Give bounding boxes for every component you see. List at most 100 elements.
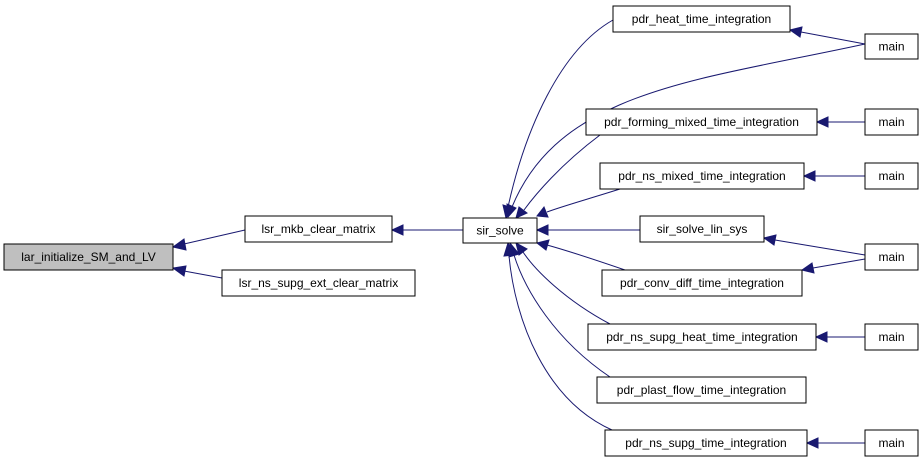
node-box[interactable] <box>462 217 538 244</box>
node-box[interactable] <box>244 215 393 243</box>
node-label: main <box>878 250 904 264</box>
edge-line <box>511 43 866 208</box>
edge-forming-to-sir <box>515 134 601 219</box>
edge-line <box>800 31 866 45</box>
node-box[interactable] <box>864 162 919 190</box>
edge-lsr_mkb-to-lar <box>171 229 246 251</box>
nodes-layer: lar_initialize_SM_and_LV lsr_mkb_clear_ma… <box>3 5 919 457</box>
edge-plast-to-sir <box>508 241 611 378</box>
edge-line <box>508 255 613 431</box>
edge-line <box>522 251 611 325</box>
edge-arrowhead <box>506 203 517 219</box>
node-lsr_mkb[interactable]: lsr_mkb_clear_matrix <box>244 215 393 243</box>
edge-line <box>183 229 246 245</box>
edge-line <box>513 254 611 378</box>
node-main2[interactable]: main <box>864 108 919 136</box>
edge-arrowhead <box>171 238 187 251</box>
edge-arrowhead <box>171 265 187 277</box>
edge-arrowhead <box>515 206 528 219</box>
node-convdiff[interactable]: pdr_conv_diff_time_integration <box>601 269 803 297</box>
edge-main1-to-heat <box>788 26 866 45</box>
edge-main5-to-supgheat <box>814 331 865 343</box>
edge-arrowhead <box>535 224 549 236</box>
node-box[interactable] <box>587 323 817 351</box>
node-label: main <box>878 115 904 129</box>
node-linsys[interactable]: sir_solve_lin_sys <box>639 215 765 243</box>
edge-line <box>507 19 614 208</box>
node-supg[interactable]: pdr_ns_supg_time_integration <box>604 429 808 457</box>
node-forming[interactable]: pdr_forming_mixed_time_integration <box>585 108 818 136</box>
edge-main2-to-forming <box>815 116 865 128</box>
node-box[interactable] <box>599 162 805 190</box>
edge-main1-to-sir <box>506 43 866 219</box>
edge-sir-to-lsr_mkb <box>390 224 463 236</box>
node-label: pdr_forming_mixed_time_integration <box>604 115 799 129</box>
node-label: lar_initialize_SM_and_LV <box>21 250 156 264</box>
node-label: pdr_plast_flow_time_integration <box>617 383 786 397</box>
node-main5[interactable]: main <box>864 323 919 351</box>
node-label: lsr_mkb_clear_matrix <box>261 222 375 236</box>
edge-arrowhead <box>503 241 515 257</box>
node-box[interactable] <box>601 269 803 297</box>
edge-main4-to-linsys <box>762 234 866 256</box>
node-main4[interactable]: main <box>864 243 919 271</box>
node-plast[interactable]: pdr_plast_flow_time_integration <box>596 376 807 404</box>
node-nsmixed[interactable]: pdr_ns_mixed_time_integration <box>599 162 805 190</box>
node-box[interactable] <box>221 269 416 297</box>
edge-line <box>546 244 626 271</box>
node-label: sir_solve <box>476 224 524 238</box>
node-label: pdr_ns_mixed_time_integration <box>618 169 785 183</box>
node-box[interactable] <box>585 108 818 136</box>
node-box[interactable] <box>612 5 791 33</box>
edge-main6-to-supg <box>805 437 865 449</box>
edge-arrowhead <box>802 170 816 182</box>
edge-main3-to-nsmixed <box>802 170 865 182</box>
node-main1[interactable]: main <box>864 33 919 60</box>
node-main6[interactable]: main <box>864 429 919 457</box>
edge-lsr_ns-to-lar <box>171 265 223 279</box>
edge-arrowhead <box>536 206 549 218</box>
node-lsr_ns[interactable]: lsr_ns_supg_ext_clear_matrix <box>221 269 416 297</box>
node-box[interactable] <box>3 243 174 271</box>
node-heat[interactable]: pdr_heat_time_integration <box>612 5 791 33</box>
node-main3[interactable]: main <box>864 162 919 190</box>
node-label: sir_solve_lin_sys <box>657 222 748 236</box>
node-box[interactable] <box>639 215 765 243</box>
edge-convdiff-to-sir <box>535 239 626 271</box>
edge-arrowhead <box>788 26 803 38</box>
node-sir[interactable]: sir_solve <box>462 217 538 244</box>
edge-line <box>523 134 601 211</box>
edge-supg-to-sir <box>503 241 613 431</box>
node-label: pdr_heat_time_integration <box>632 12 771 26</box>
node-label: pdr_ns_supg_time_integration <box>625 436 786 450</box>
edge-line <box>546 188 621 213</box>
node-box[interactable] <box>864 243 919 271</box>
edge-nsmixed-to-sir <box>536 188 621 218</box>
node-label: lsr_ns_supg_ext_clear_matrix <box>239 276 398 290</box>
edge-arrowhead <box>762 234 777 246</box>
node-lar[interactable]: lar_initialize_SM_and_LV <box>3 243 174 271</box>
edge-linsys-to-sir <box>535 224 640 236</box>
edges-layer <box>171 19 866 449</box>
node-supgheat[interactable]: pdr_ns_supg_heat_time_integration <box>587 323 817 351</box>
node-box[interactable] <box>604 429 808 457</box>
edge-arrowhead <box>515 242 528 256</box>
node-label: main <box>878 40 904 54</box>
node-box[interactable] <box>864 108 919 136</box>
node-label: main <box>878 330 904 344</box>
node-label: pdr_conv_diff_time_integration <box>620 276 784 290</box>
edge-arrowhead <box>814 331 828 343</box>
edge-line <box>812 258 866 269</box>
edge-arrowhead <box>390 224 404 236</box>
node-box[interactable] <box>596 376 807 404</box>
node-box[interactable] <box>864 429 919 457</box>
edge-arrowhead <box>535 239 550 251</box>
edge-line <box>774 239 866 256</box>
node-box[interactable] <box>864 33 919 60</box>
node-label: pdr_ns_supg_heat_time_integration <box>606 330 797 344</box>
edge-line <box>183 270 223 279</box>
edge-arrowhead <box>800 262 815 274</box>
node-label: main <box>878 436 904 450</box>
node-box[interactable] <box>864 323 919 351</box>
